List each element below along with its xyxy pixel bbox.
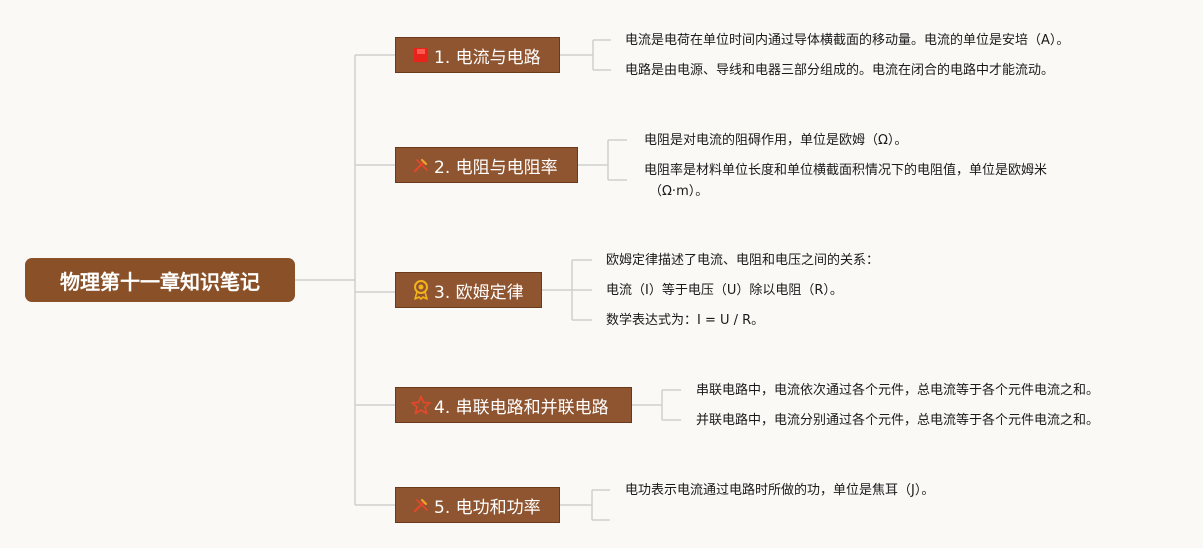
- leaf-item[interactable]: 电流是电荷在单位时间内通过导体横截面的移动量。电流的单位是安培（A）。: [625, 33, 1070, 48]
- topic-label: 2. 电阻与电阻率: [434, 157, 558, 178]
- leaf-item[interactable]: 串联电路中，电流依次通过各个元件，总电流等于各个元件电流之和。: [696, 383, 1100, 398]
- connector-leaves-1: [560, 39, 611, 71]
- leaf-item-continued[interactable]: （Ω·m）。: [649, 184, 709, 199]
- leaf-item[interactable]: 数学表达式为：I = U / R。: [606, 313, 765, 328]
- topic-label: 3. 欧姆定律: [434, 282, 524, 303]
- star-outline-icon: [411, 395, 431, 415]
- topic-label: 4. 串联电路和并联电路: [434, 397, 609, 418]
- connector-leaves-4: [632, 389, 681, 421]
- leaf-item[interactable]: 并联电路中，电流分别通过各个元件，总电流等于各个元件电流之和。: [696, 413, 1100, 428]
- topic-label: 1. 电流与电路: [434, 47, 541, 68]
- root-topic[interactable]: 物理第十一章知识笔记: [25, 258, 295, 302]
- medal-icon: [411, 280, 431, 300]
- root-title: 物理第十一章知识笔记: [60, 269, 260, 294]
- connector-leaves-3: [542, 259, 592, 321]
- topic-resistance-and-resistivity[interactable]: 2. 电阻与电阻率: [395, 147, 578, 183]
- red-square-icon: [411, 45, 431, 65]
- tools-icon: [411, 495, 431, 515]
- leaf-item[interactable]: 电阻率是材料单位长度和单位横截面积情况下的电阻值，单位是欧姆米: [644, 163, 1048, 178]
- connector-leaves-2: [578, 139, 627, 181]
- leaf-item[interactable]: 电路是由电源、导线和电器三部分组成的。电流在闭合的电路中才能流动。: [625, 63, 1055, 78]
- leaf-item[interactable]: 电阻是对电流的阻碍作用，单位是欧姆（Ω）。: [644, 133, 908, 148]
- leaf-item[interactable]: 电功表示电流通过电路时所做的功，单位是焦耳（J）。: [625, 483, 935, 498]
- topic-series-and-parallel[interactable]: 4. 串联电路和并联电路: [395, 387, 632, 423]
- topic-ohms-law[interactable]: 3. 欧姆定律: [395, 272, 542, 308]
- tools-icon: [411, 155, 431, 175]
- topic-electric-work-and-power[interactable]: 5. 电功和功率: [395, 487, 560, 523]
- leaf-item[interactable]: 欧姆定律描述了电流、电阻和电压之间的关系：: [606, 253, 880, 268]
- topic-label: 5. 电功和功率: [434, 497, 541, 518]
- connector-leaves-5: [560, 489, 610, 521]
- topic-current-and-circuit[interactable]: 1. 电流与电路: [395, 37, 560, 73]
- leaf-item[interactable]: 电流（I）等于电压（U）除以电阻（R）。: [606, 283, 843, 298]
